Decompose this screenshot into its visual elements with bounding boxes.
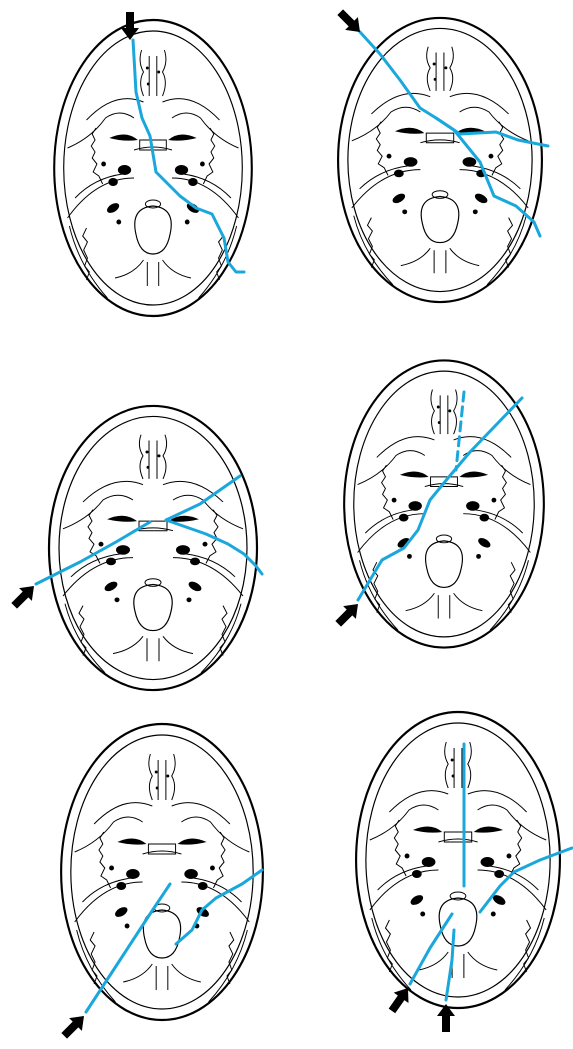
fracture-line-5a [86,884,170,1012]
arrow-up-right-icon-5 [58,1010,91,1043]
fracture-line-5b [176,870,262,944]
skull-panel-2 [334,6,548,302]
skull-panel-3 [8,406,262,690]
fracture-line-6-left [410,914,452,984]
fracture-line-3a [36,522,150,584]
arrow-up-right-icon-6 [385,983,416,1016]
fracture-line-2b [436,118,548,146]
skull-panel-1 [54,12,252,316]
fracture-line-6-bottom [446,930,454,1000]
skull-panel-5 [58,724,263,1042]
skull-panel-6 [356,712,572,1032]
skull-panel-4 [332,360,544,647]
arrow-up-right-icon-4 [332,598,365,631]
